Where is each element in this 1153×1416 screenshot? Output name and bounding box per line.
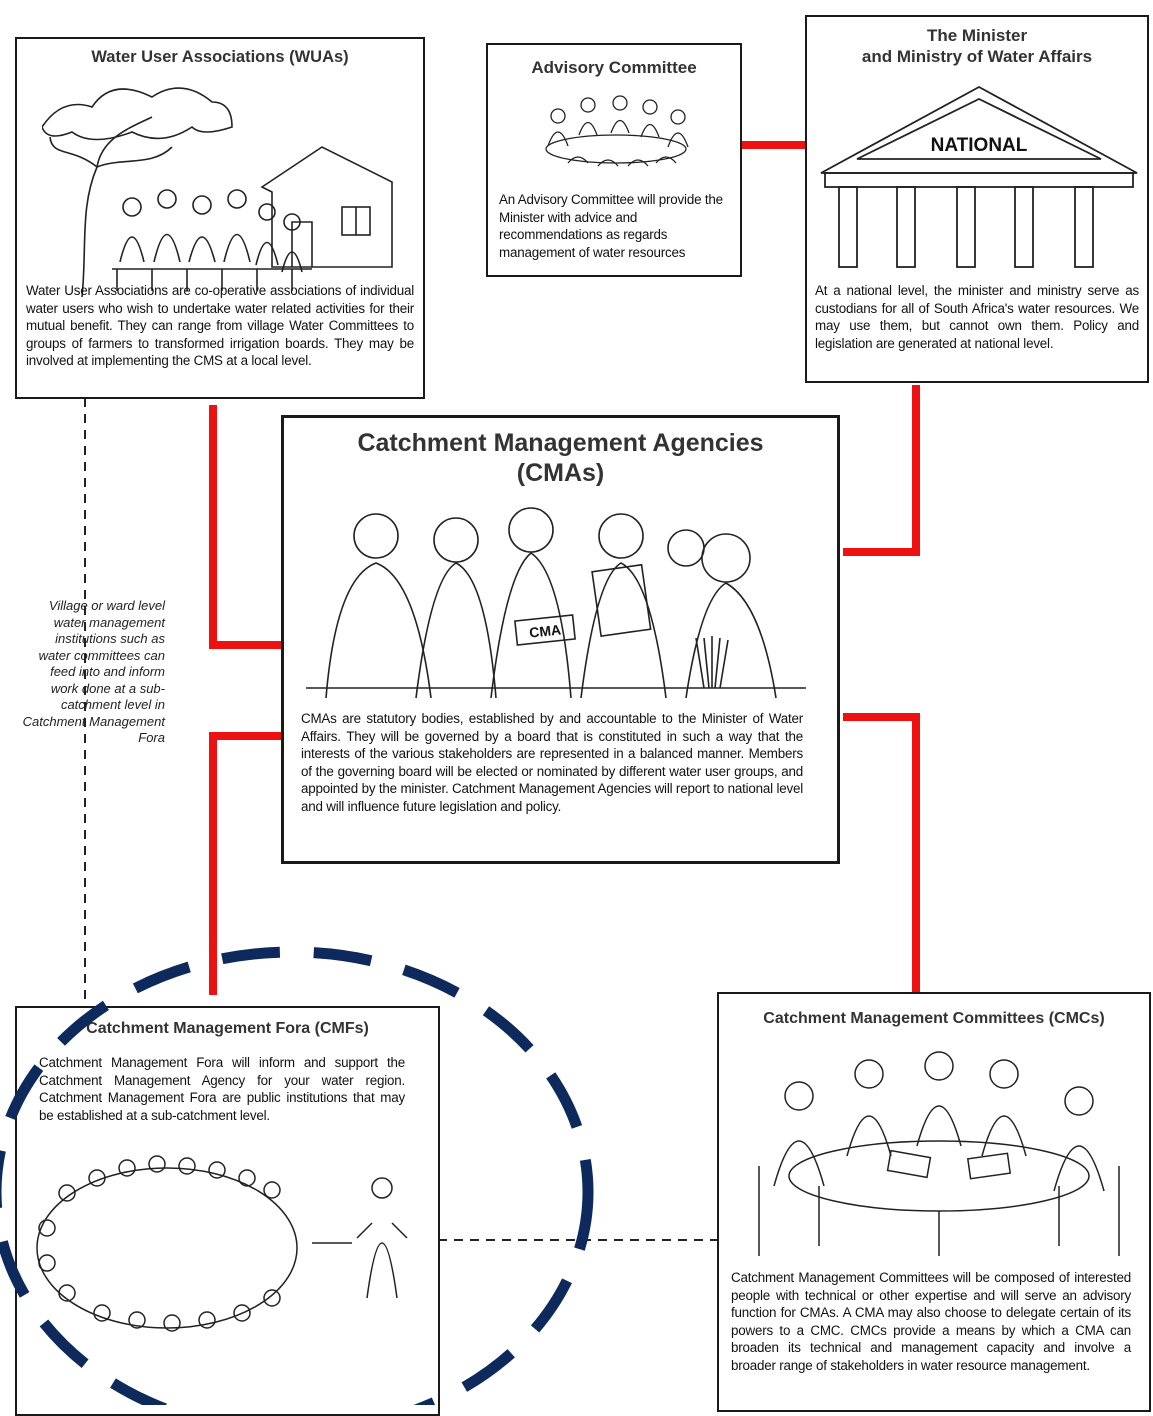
minister-title-line1: The Minister: [926, 26, 1028, 45]
national-building-illustration: NATIONAL: [817, 83, 1141, 273]
red-link-cma-cmc: [843, 713, 920, 993]
cma-illustration: CMA: [306, 498, 806, 704]
advisory-description: An Advisory Committee will provide the M…: [499, 192, 723, 260]
cmf-title: Catchment Management Fora (CMFs): [86, 1020, 369, 1037]
cma-box: Catchment Management Agencies (CMAs) CMA…: [281, 415, 840, 864]
wua-box: Water User Associations (WUAs): [15, 37, 425, 399]
red-link-wua-cma: [209, 405, 286, 649]
red-link-minister-cma: [843, 385, 920, 556]
side-note: Village or ward level water management i…: [22, 598, 165, 745]
red-link-cma-cmf: [209, 732, 286, 995]
cma-title-line1: Catchment Management Agencies: [357, 429, 764, 457]
cmc-box: Catchment Management Committees (CMCs) C…: [717, 992, 1151, 1412]
wua-description: Water User Associations are co-operative…: [26, 283, 414, 369]
wua-illustration: [42, 87, 402, 299]
cmf-box: Catchment Management Fora (CMFs) Catchme…: [15, 1006, 440, 1416]
minister-box: The Minister and Ministry of Water Affai…: [805, 15, 1149, 383]
cmc-description: Catchment Management Committees will be …: [731, 1270, 1131, 1373]
cma-sign-label: CMA: [528, 621, 561, 640]
cmf-illustration: [27, 1148, 427, 1348]
cmf-description: Catchment Management Fora will inform an…: [39, 1055, 405, 1123]
cma-description: CMAs are statutory bodies, established b…: [301, 711, 803, 814]
cmc-title: Catchment Management Committees (CMCs): [763, 1010, 1105, 1027]
minister-description: At a national level, the minister and mi…: [815, 283, 1139, 351]
advisory-illustration: [528, 91, 704, 177]
cmc-illustration: [739, 1036, 1133, 1260]
national-label: NATIONAL: [931, 135, 1028, 156]
minister-title-line2: and Ministry of Water Affairs: [861, 47, 1093, 66]
wua-title: Water User Associations (WUAs): [91, 48, 349, 66]
advisory-title: Advisory Committee: [531, 58, 697, 77]
cma-title-line2: (CMAs): [516, 459, 605, 487]
advisory-box: Advisory Committee An Advisory Committee…: [486, 43, 742, 277]
